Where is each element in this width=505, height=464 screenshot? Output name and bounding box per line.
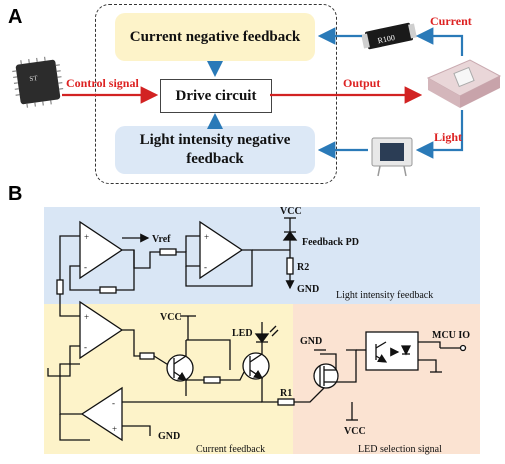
- led-label: LED: [232, 328, 253, 339]
- panel-a-label: A: [8, 6, 23, 28]
- r1-label: R1: [280, 388, 292, 399]
- opamp-4-symbol: [80, 386, 123, 442]
- output-label: Output: [343, 76, 381, 90]
- current-label: Current: [430, 14, 472, 28]
- mosfet-symbol: [313, 363, 339, 389]
- resistor-r-a: [159, 248, 177, 256]
- resistor-r-d: [139, 352, 155, 360]
- vcc-mosfet-label: VCC: [344, 426, 366, 437]
- vref-label: Vref: [152, 234, 171, 245]
- svg-text:+: +: [84, 312, 89, 322]
- resistor-marking: R100: [377, 33, 396, 45]
- mcu-chip-icon: ST: [12, 56, 64, 108]
- light-intensity-feedback-region: [44, 207, 480, 304]
- panel-a-connections: ST R100: [12, 22, 502, 177]
- svg-text:-: -: [204, 262, 207, 272]
- current-feedback-title: Current feedback: [196, 444, 265, 455]
- resistor-r-c: [99, 286, 117, 294]
- current-sense-resistor-icon: R100: [361, 22, 417, 50]
- svg-text:+: +: [84, 232, 89, 242]
- opamp-2-symbol: [199, 220, 244, 280]
- gnd-mosfet-label: GND: [300, 336, 322, 347]
- gnd-top-label: GND: [297, 284, 319, 295]
- vcc-top-label: VCC: [280, 206, 302, 217]
- resistor-r1: [277, 398, 295, 406]
- chip-marking: ST: [29, 74, 39, 83]
- light-intensity-negative-feedback-box: Light intensity negative feedback: [115, 126, 315, 174]
- optocoupler-symbol: [365, 331, 419, 371]
- opamp-1-symbol: [79, 220, 124, 280]
- svg-text:-: -: [112, 398, 115, 408]
- resistor-r-b: [56, 279, 64, 295]
- resistor-r2: [286, 257, 294, 275]
- r2-label: R2: [297, 262, 309, 273]
- opamp-3-symbol: [79, 300, 124, 360]
- led-module-icon: [426, 59, 502, 108]
- gnd-opamp-label: GND: [158, 431, 180, 442]
- feedback-pd-label: Feedback PD: [302, 237, 359, 248]
- control-signal-label: Control signal: [66, 76, 139, 90]
- light-label: Light: [434, 130, 463, 144]
- led-selection-title: LED selection signal: [358, 444, 442, 455]
- current-negative-feedback-box: Current negative feedback: [115, 13, 315, 61]
- resistor-r-e: [203, 376, 221, 384]
- photodiode-icon: [371, 137, 413, 177]
- svg-text:+: +: [204, 232, 209, 242]
- svg-text:-: -: [84, 262, 87, 272]
- transistor-2-symbol: [242, 352, 270, 380]
- svg-text:-: -: [84, 342, 87, 352]
- vcc-mid-label: VCC: [160, 312, 182, 323]
- svg-text:+: +: [112, 424, 117, 434]
- light-intensity-feedback-title: Light intensity feedback: [336, 290, 433, 301]
- panel-b-label: B: [8, 183, 23, 205]
- transistor-1-symbol: [166, 354, 194, 382]
- mcu-io-label: MCU IO: [432, 330, 470, 341]
